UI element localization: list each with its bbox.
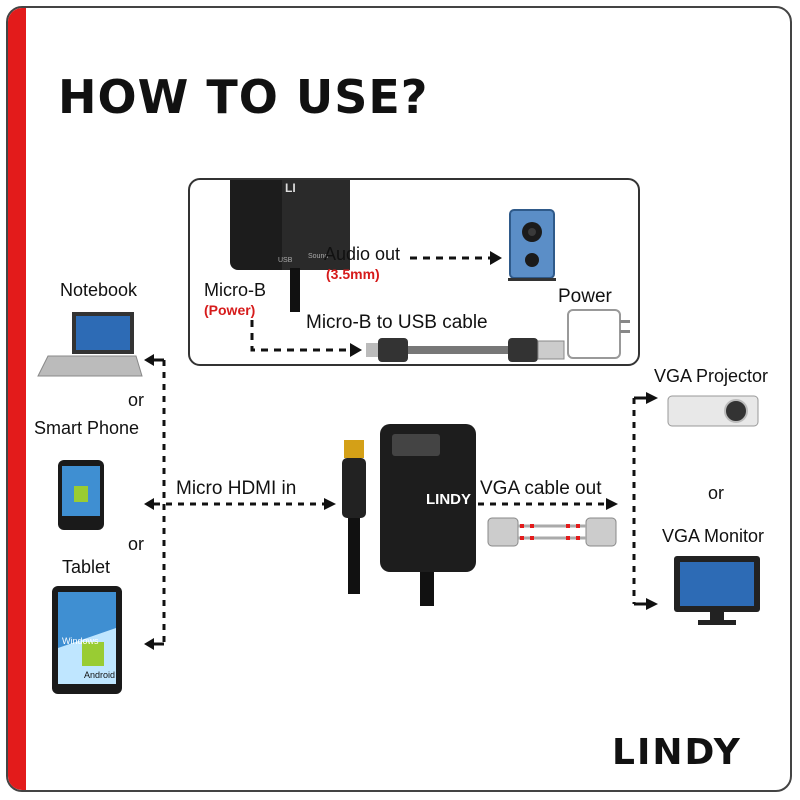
lindy-logo: LINDY bbox=[612, 732, 742, 773]
notebook-label: Notebook bbox=[60, 280, 138, 300]
monitor-icon bbox=[674, 556, 760, 625]
inset-detail-box: LI USB Sound bbox=[188, 178, 640, 366]
speaker-icon bbox=[508, 209, 556, 281]
svg-text:LI: LI bbox=[285, 181, 296, 195]
svg-text:USB: USB bbox=[278, 257, 293, 264]
svg-text:Sound: Sound bbox=[308, 253, 328, 260]
monitor-label: VGA Monitor bbox=[662, 526, 765, 546]
micro-hdmi-label: Micro HDMI in bbox=[176, 478, 297, 499]
tablet-label: Tablet bbox=[62, 557, 111, 577]
or-label-3: or bbox=[708, 483, 725, 503]
micro-b-sub-label: (Power) bbox=[204, 302, 256, 318]
power-label: Power bbox=[558, 286, 612, 307]
micro-b-label: Micro-B bbox=[204, 280, 266, 300]
vga-cable-label: VGA cable out bbox=[480, 478, 602, 499]
brand-red-stripe bbox=[8, 8, 26, 790]
usb-cable-icon bbox=[366, 338, 565, 362]
tablet-os-windows: Windows bbox=[62, 636, 99, 646]
or-label-2: or bbox=[128, 534, 145, 554]
inset-illustration: LI USB Sound bbox=[230, 180, 630, 362]
audio-out-label: Audio out bbox=[324, 244, 401, 264]
power-adapter-icon bbox=[567, 309, 630, 359]
page-frame: HOW TO USE? LI USB Sound bbox=[6, 6, 792, 792]
smartphone-label: Smart Phone bbox=[34, 418, 140, 438]
tablet-os-android: Android bbox=[84, 670, 116, 680]
projector-label: VGA Projector bbox=[654, 366, 769, 386]
vga-cable-icon bbox=[487, 517, 617, 547]
vga-adapter-icon: LINDY bbox=[380, 424, 476, 606]
connection-diagram: LINDY bbox=[37, 312, 760, 694]
cable-label: Micro-B to USB cable bbox=[306, 312, 488, 333]
tablet-icon bbox=[52, 586, 122, 694]
projector-icon bbox=[667, 395, 759, 427]
audio-out-sub-label: (3.5mm) bbox=[326, 266, 380, 282]
or-label-1: or bbox=[128, 390, 145, 410]
svg-text:LINDY: LINDY bbox=[426, 491, 471, 508]
adapter-top-icon: LI USB Sound bbox=[230, 180, 350, 312]
smartphone-icon bbox=[58, 460, 104, 530]
notebook-icon bbox=[37, 312, 143, 377]
hdmi-cable-icon bbox=[342, 440, 366, 594]
page-title: HOW TO USE? bbox=[58, 70, 429, 124]
